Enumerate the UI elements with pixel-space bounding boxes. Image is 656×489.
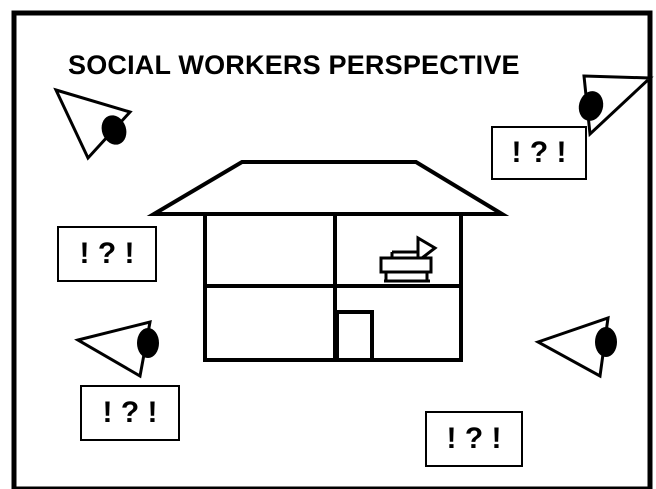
diagram-title: SOCIAL WORKERS PERSPECTIVE	[68, 50, 520, 80]
house-roof	[146, 160, 510, 216]
eye-icon	[53, 87, 133, 161]
door-icon	[335, 310, 374, 362]
crib-icon	[379, 235, 438, 283]
exclamation-box: ! ? !	[57, 226, 157, 282]
eye-icon	[578, 74, 654, 138]
exclamation-box: ! ? !	[80, 385, 180, 441]
house-icon	[146, 160, 510, 362]
eye-icon	[74, 319, 159, 379]
exclamation-box: ! ? !	[491, 126, 587, 180]
exclamation-box: ! ? !	[425, 411, 523, 467]
eye-icon	[534, 315, 617, 379]
